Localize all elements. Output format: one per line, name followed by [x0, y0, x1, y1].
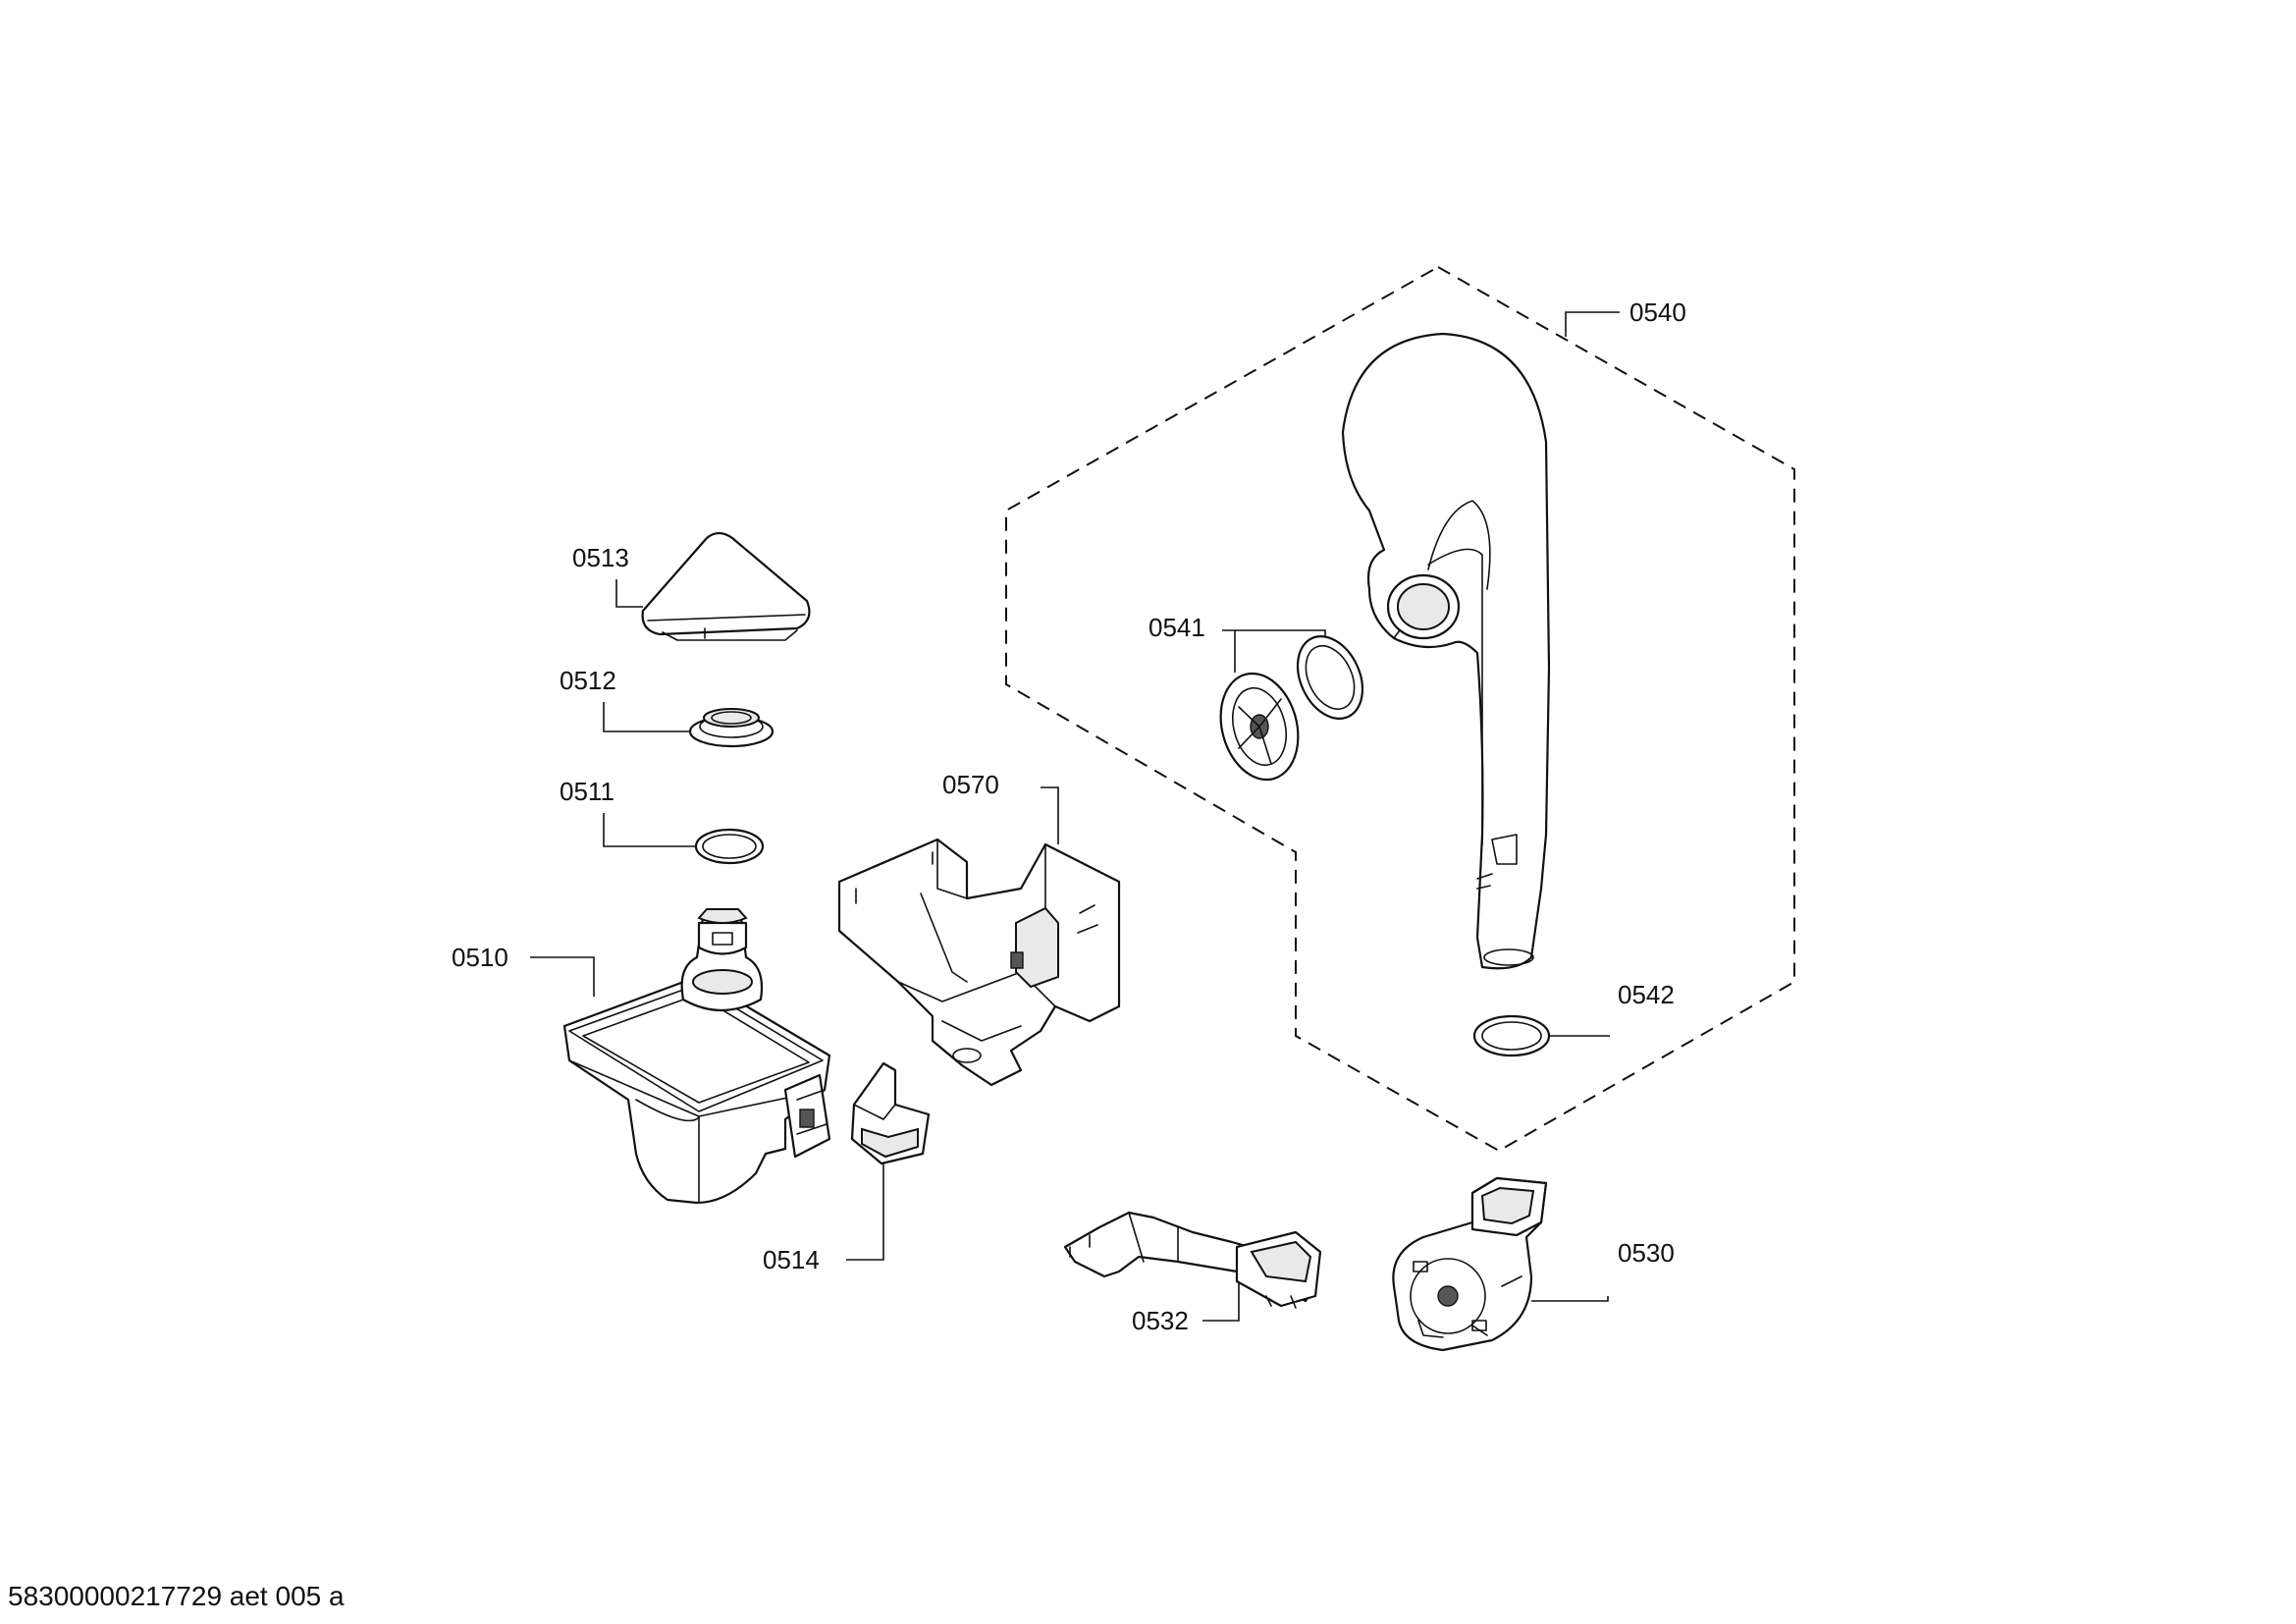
part-0511-o-ring[interactable]	[694, 828, 765, 865]
callout-0514: 0514	[763, 1245, 820, 1274]
leader-0530	[1531, 1296, 1609, 1302]
part-0514-bracket[interactable]	[850, 1061, 931, 1165]
leader-0541b	[1235, 629, 1326, 636]
callout-0540: 0540	[1629, 298, 1686, 327]
leader-0570	[1041, 786, 1059, 844]
leader-0511	[603, 813, 696, 847]
callout-0541: 0541	[1148, 613, 1205, 642]
part-0530-heat-pump[interactable]	[1392, 1176, 1548, 1352]
callout-0511: 0511	[560, 777, 614, 806]
part-0542-o-ring[interactable]	[1472, 1014, 1551, 1057]
part-0510-sump[interactable]	[562, 908, 831, 1205]
callout-0570: 0570	[942, 770, 999, 799]
leader-0540	[1565, 311, 1620, 337]
assembly-group-boundary	[1005, 265, 1795, 1153]
leader-0512	[603, 702, 690, 732]
leader-0510	[530, 956, 595, 997]
leader-0514	[846, 1164, 884, 1261]
callout-labels: 0513 0512 0511 0510 0514 0570 0541 0540 …	[452, 298, 1686, 1335]
callout-0512: 0512	[560, 666, 616, 695]
callout-0542: 0542	[1618, 980, 1675, 1009]
part-0513-cap[interactable]	[641, 531, 811, 641]
leader-lines	[530, 311, 1620, 1322]
callout-0530: 0530	[1618, 1238, 1675, 1268]
part-0570-heat-shield[interactable]	[837, 838, 1121, 1087]
leader-0532	[1202, 1281, 1240, 1322]
part-0532-hose[interactable]	[1063, 1211, 1322, 1309]
document-id: 58300000217729 aet 005 a	[8, 1581, 345, 1611]
callout-0510: 0510	[452, 943, 508, 972]
leader-0513	[615, 579, 643, 608]
part-0540-fan-duct[interactable]	[1341, 332, 1551, 970]
callout-0513: 0513	[572, 543, 629, 572]
part-0512-seal[interactable]	[688, 708, 774, 748]
part-0541-impeller[interactable]	[1209, 625, 1375, 788]
callout-0532: 0532	[1132, 1306, 1189, 1335]
leader-0541	[1222, 629, 1236, 673]
